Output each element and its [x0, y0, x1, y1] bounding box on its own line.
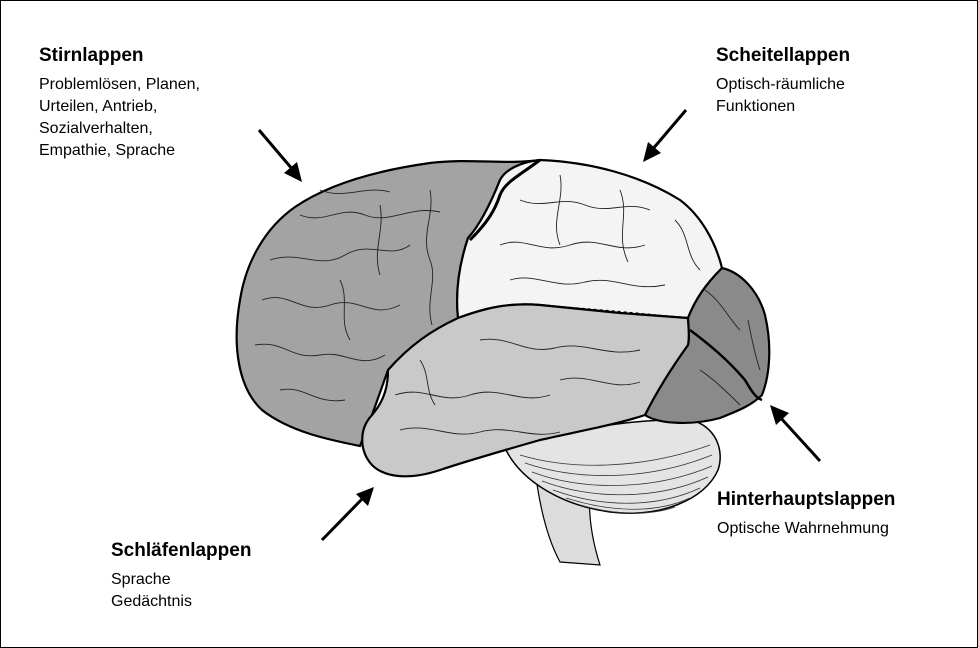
arrow-occipital	[770, 405, 820, 461]
arrow-frontal	[259, 130, 302, 182]
parietal-lobe-description: Optisch-räumliche Funktionen	[716, 74, 850, 118]
parietal-lobe-label: Scheitellappen Optisch-räumliche Funktio…	[716, 45, 850, 118]
parietal-desc-line: Optisch-räumliche	[716, 74, 850, 96]
frontal-desc-line: Urteilen, Antrieb,	[39, 96, 200, 118]
occipital-lobe-label: Hinterhauptslappen Optische Wahrnehmung	[717, 489, 895, 540]
frontal-lobe-description: Problemlösen, Planen, Urteilen, Antrieb,…	[39, 74, 200, 162]
parietal-desc-line: Funktionen	[716, 96, 850, 118]
arrow-temporal	[322, 487, 374, 540]
temporal-desc-line: Gedächtnis	[111, 591, 251, 613]
temporal-lobe-title: Schläfenlappen	[111, 540, 251, 562]
frontal-lobe-title: Stirnlappen	[39, 45, 200, 67]
temporal-desc-line: Sprache	[111, 569, 251, 591]
temporal-lobe-description: Sprache Gedächtnis	[111, 569, 251, 613]
frontal-lobe-label: Stirnlappen Problemlösen, Planen, Urteil…	[39, 45, 200, 162]
occipital-lobe-title: Hinterhauptslappen	[717, 489, 895, 511]
temporal-lobe-label: Schläfenlappen Sprache Gedächtnis	[111, 540, 251, 613]
frontal-desc-line: Sozialverhalten,	[39, 118, 200, 140]
occipital-desc-line: Optische Wahrnehmung	[717, 518, 895, 540]
occipital-lobe-description: Optische Wahrnehmung	[717, 518, 895, 540]
frontal-desc-line: Problemlösen, Planen,	[39, 74, 200, 96]
arrow-parietal	[643, 110, 686, 162]
frontal-desc-line: Empathie, Sprache	[39, 140, 200, 162]
parietal-lobe-title: Scheitellappen	[716, 45, 850, 67]
